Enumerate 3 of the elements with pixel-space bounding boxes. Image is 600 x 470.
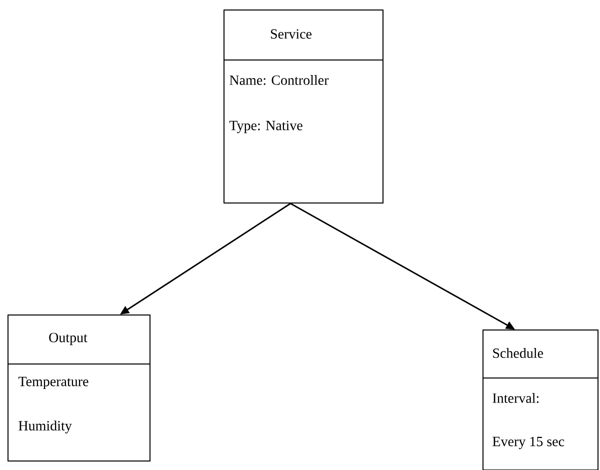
class-box: Service Name: Controller Type: Native xyxy=(224,10,384,204)
class-box: Schedule Interval: Every 15 sec xyxy=(482,329,598,470)
class-box: Output Temperature Humidity xyxy=(8,314,150,462)
